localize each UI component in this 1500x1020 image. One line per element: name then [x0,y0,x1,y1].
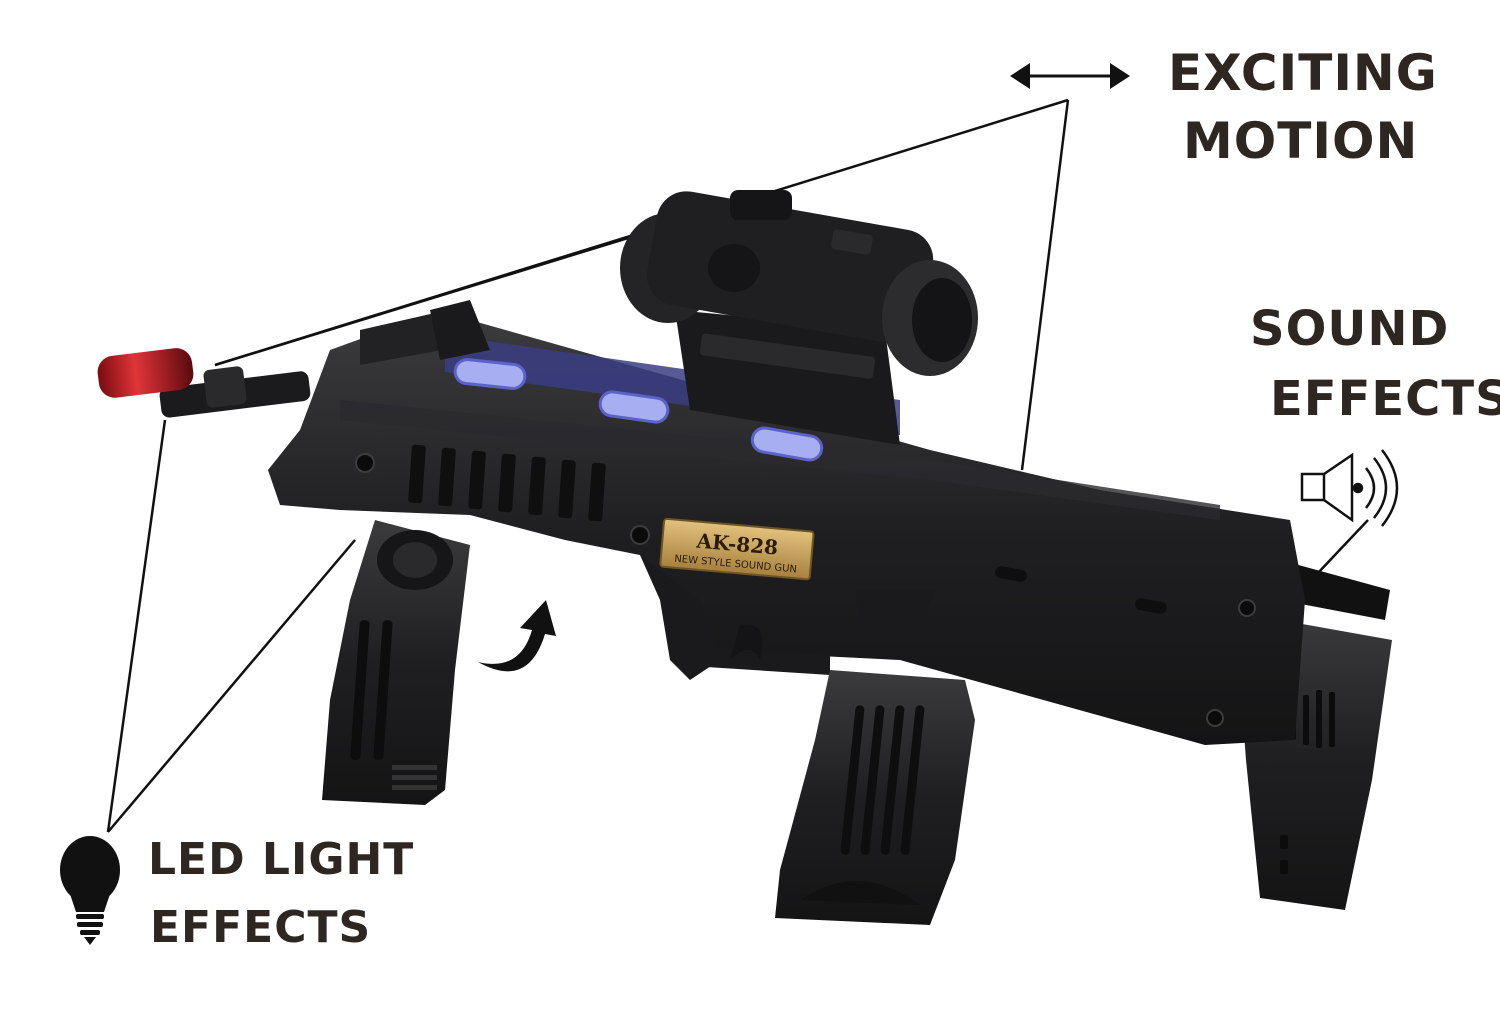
barrel [97,348,311,418]
led-light-label-line2: EFFECTS [150,902,372,953]
exciting-motion-label-line2: MOTION [1183,112,1419,170]
exciting-motion-label-line1: EXCITING [1168,44,1438,102]
red-dot-sight [620,190,978,445]
light-bulb-icon [60,836,120,945]
rear-sight [430,300,490,360]
vertical-grip [322,520,470,805]
rotate-arrow-icon [478,600,556,672]
trigger-assembly [640,555,935,680]
led-light-label-line1: LED LIGHT [148,834,415,885]
sound-effects-label-line1: SOUND [1250,301,1450,357]
sound-effects-label-line2: EFFECTS [1270,371,1500,427]
speaker-icon [1300,449,1399,527]
double-arrow-icon [1010,63,1130,89]
pistol-grip [775,670,975,925]
nameplate: AK-828 NEW STYLE SOUND GUN [659,517,815,581]
